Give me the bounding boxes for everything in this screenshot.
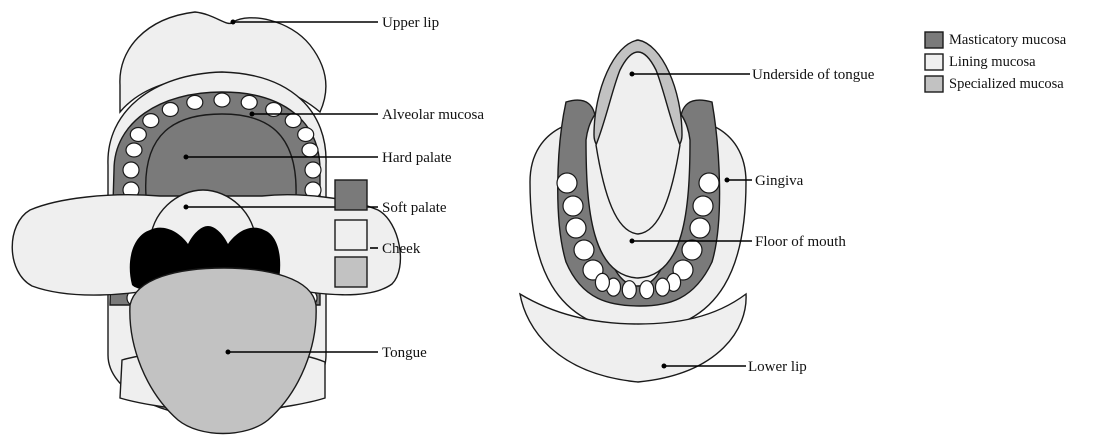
tooth bbox=[298, 128, 314, 142]
tooth bbox=[656, 278, 670, 296]
lower-jaw-figure bbox=[520, 40, 746, 382]
label-gingiva: Gingiva bbox=[755, 173, 804, 189]
label-hard-palate: Hard palate bbox=[382, 150, 452, 166]
inline-specialized-swatch bbox=[335, 257, 367, 287]
label-floor-of-mouth: Floor of mouth bbox=[755, 234, 846, 250]
inline-masticatory-swatch bbox=[335, 180, 367, 210]
tooth bbox=[214, 93, 230, 107]
tooth bbox=[241, 95, 257, 109]
tooth bbox=[566, 218, 586, 238]
tooth bbox=[302, 143, 318, 157]
soft-palate-dot bbox=[184, 205, 189, 210]
label-underside-of-tongue: Underside of tongue bbox=[752, 67, 875, 83]
label-tongue: Tongue bbox=[382, 345, 427, 361]
legend-lining-label: Lining mucosa bbox=[949, 54, 1036, 70]
hard-palate-dot bbox=[184, 155, 189, 160]
tongue-region bbox=[130, 268, 316, 434]
underside-of-tongue-dot bbox=[630, 72, 635, 77]
tooth bbox=[682, 240, 702, 260]
label-lower-lip: Lower lip bbox=[748, 359, 807, 375]
label-upper-lip: Upper lip bbox=[382, 15, 439, 31]
label-soft-palate: Soft palate bbox=[382, 200, 447, 216]
tongue-dot bbox=[226, 350, 231, 355]
tooth bbox=[563, 196, 583, 216]
masticatory-swatch bbox=[925, 32, 943, 48]
tooth bbox=[690, 218, 710, 238]
tooth bbox=[285, 114, 301, 128]
upper-lip-dot bbox=[231, 20, 236, 25]
inline-key bbox=[335, 180, 367, 287]
floor-of-mouth-dot bbox=[630, 239, 635, 244]
tooth bbox=[699, 173, 719, 193]
inline-lining-swatch bbox=[335, 220, 367, 250]
tooth bbox=[305, 162, 321, 178]
lining-swatch bbox=[925, 54, 943, 70]
legend-specialized-label: Specialized mucosa bbox=[949, 76, 1064, 92]
label-cheek: Cheek bbox=[382, 241, 421, 257]
tooth bbox=[693, 196, 713, 216]
legend-masticatory-label: Masticatory mucosa bbox=[949, 32, 1067, 48]
tooth bbox=[557, 173, 577, 193]
gingiva-dot bbox=[725, 178, 730, 183]
tooth bbox=[187, 95, 203, 109]
tooth bbox=[574, 240, 594, 260]
tooth bbox=[162, 103, 178, 117]
tooth bbox=[640, 281, 654, 299]
tooth bbox=[130, 128, 146, 142]
lower-lip-dot bbox=[662, 364, 667, 369]
tooth bbox=[622, 281, 636, 299]
specialized-swatch bbox=[925, 76, 943, 92]
tooth bbox=[123, 162, 139, 178]
label-alveolar-mucosa: Alveolar mucosa bbox=[382, 107, 484, 123]
tooth bbox=[126, 143, 142, 157]
tooth bbox=[143, 114, 159, 128]
tooth bbox=[595, 273, 609, 291]
legend: Masticatory mucosa Lining mucosa Special… bbox=[925, 32, 1067, 92]
alveolar-mucosa-dot bbox=[250, 112, 255, 117]
